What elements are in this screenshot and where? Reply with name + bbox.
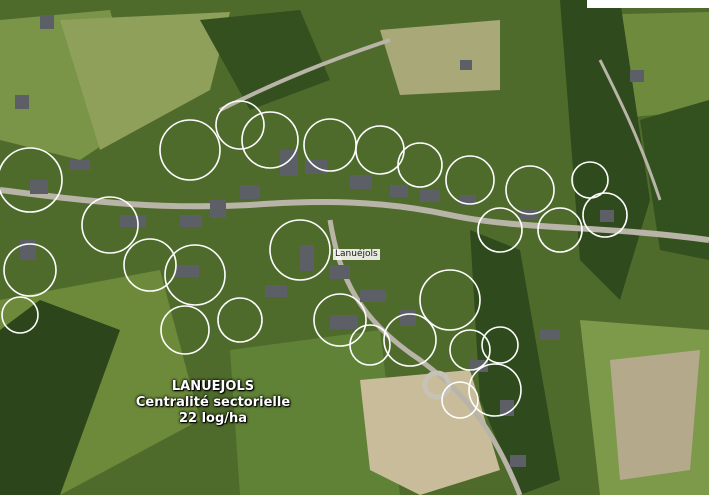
tree-belt xyxy=(0,300,120,495)
tree-belt xyxy=(560,0,650,300)
tree-belt xyxy=(640,100,709,260)
corner-strip xyxy=(587,0,709,8)
caption-line-1: LANUEJOLS xyxy=(171,379,255,394)
field xyxy=(380,20,500,95)
road xyxy=(598,59,662,201)
tree-belt xyxy=(200,10,330,110)
tree-belt xyxy=(470,230,560,495)
map-caption: LANUEJOLS Centralité sectorielle 22 log/… xyxy=(108,379,318,427)
field xyxy=(610,350,700,480)
field xyxy=(60,12,230,150)
road xyxy=(219,38,391,112)
caption-line-2: Centralité sectorielle xyxy=(135,395,291,410)
buffer-outline xyxy=(0,100,628,419)
road xyxy=(0,187,709,243)
place-label: Lanuéjols xyxy=(333,249,380,260)
field xyxy=(230,330,400,495)
caption-line-3: 22 log/ha xyxy=(178,411,248,426)
